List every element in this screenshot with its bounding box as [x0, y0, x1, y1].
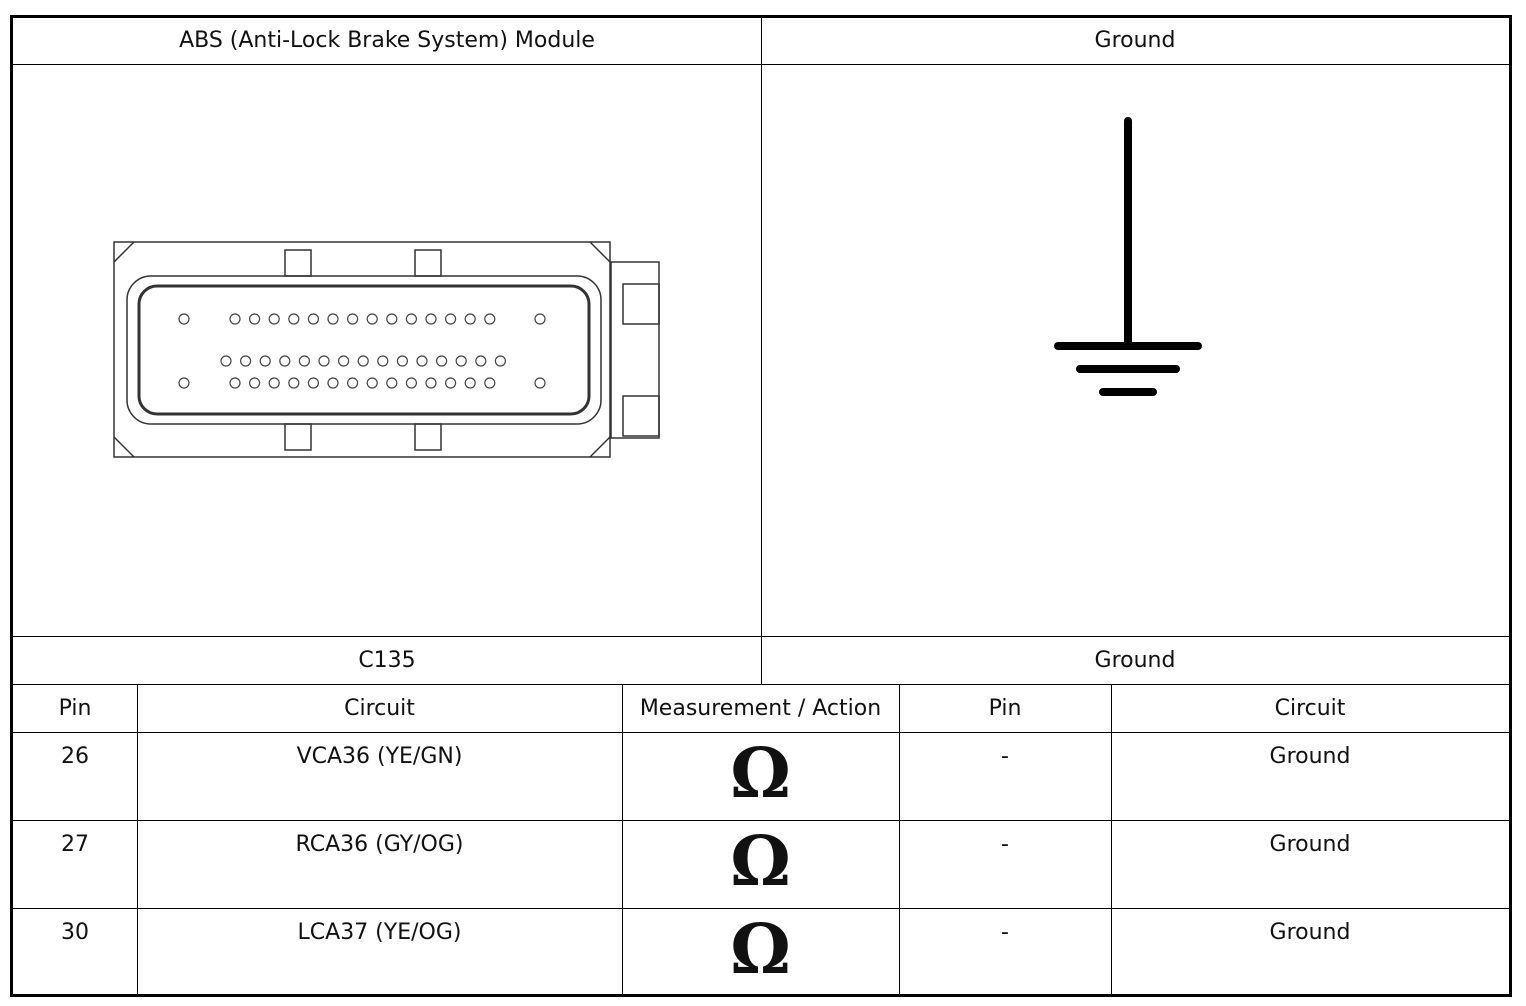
pin-cavity: [475, 355, 487, 367]
pin-cavity: [405, 313, 417, 325]
row-circuit: RCA36 (GY/OG): [295, 832, 464, 857]
pin-cavity: [405, 377, 417, 389]
header-circuit-2: Circuit: [1274, 696, 1346, 721]
divider: [1111, 684, 1112, 997]
pin-cavity: [366, 313, 378, 325]
header-pin: Pin: [58, 696, 92, 721]
pin-cavity: [534, 313, 546, 325]
ground-title: Ground: [1094, 28, 1176, 53]
ground-id: Ground: [1094, 648, 1176, 673]
ohm-icon: Ω: [730, 910, 791, 990]
pin-cavity: [445, 377, 457, 389]
pin-cavity: [327, 377, 339, 389]
pin-cavity: [229, 377, 241, 389]
pin-cavity: [327, 313, 339, 325]
pin-cavity: [178, 313, 190, 325]
connector-face-icon: [113, 241, 660, 458]
pin-cavity: [386, 313, 398, 325]
pin-cavity: [338, 355, 350, 367]
pin-cavity: [268, 377, 280, 389]
pin-cavity: [307, 377, 319, 389]
pin-cavity: [534, 377, 546, 389]
pin-cavity: [318, 355, 330, 367]
header-circuit: Circuit: [344, 696, 415, 721]
divider: [137, 684, 138, 997]
divider: [13, 732, 1509, 733]
pin-cavity: [464, 313, 476, 325]
row-circuit: LCA37 (YE/OG): [297, 920, 462, 945]
ohm-icon: Ω: [730, 734, 791, 814]
pin-cavity: [416, 355, 428, 367]
pin-cavity: [445, 313, 457, 325]
divider: [622, 684, 623, 997]
pin-cavity: [366, 377, 378, 389]
pin-cavity: [249, 313, 261, 325]
divider: [13, 820, 1509, 821]
pin-cavity: [436, 355, 448, 367]
module-title: ABS (Anti-Lock Brake System) Module: [179, 28, 595, 53]
pin-cavity: [396, 355, 408, 367]
header-measurement: Measurement / Action: [639, 696, 882, 721]
pin-cavity: [268, 313, 280, 325]
pin-cavity: [178, 377, 190, 389]
pin-cavity: [279, 355, 291, 367]
divider: [899, 684, 900, 997]
divider: [13, 908, 1509, 909]
pin-cavity: [357, 355, 369, 367]
pin-cavity: [347, 377, 359, 389]
row-circuit: VCA36 (YE/GN): [296, 744, 463, 769]
header-pin-2: Pin: [988, 696, 1022, 721]
row-pin: 26: [61, 744, 89, 769]
row-pin-2: -: [1001, 920, 1009, 945]
row-circuit-2: Ground: [1269, 744, 1351, 769]
row-pin: 30: [61, 920, 89, 945]
pin-cavity: [377, 355, 389, 367]
pin-cavity: [240, 355, 252, 367]
divider: [761, 18, 762, 684]
pin-cavity: [259, 355, 271, 367]
ground-icon: [1054, 117, 1202, 396]
row-pin: 27: [61, 832, 89, 857]
row-circuit-2: Ground: [1269, 920, 1351, 945]
pin-cavity: [464, 377, 476, 389]
pin-cavity: [484, 377, 496, 389]
pin-cavity: [288, 313, 300, 325]
pin-cavity: [386, 377, 398, 389]
divider: [13, 684, 1509, 685]
pin-cavity: [455, 355, 467, 367]
ohm-icon: Ω: [730, 822, 791, 902]
pin-cavity: [307, 313, 319, 325]
row-pin-2: -: [1001, 744, 1009, 769]
pin-cavity: [347, 313, 359, 325]
connector-id: C135: [358, 648, 416, 673]
pin-cavity: [494, 355, 506, 367]
row-pin-2: -: [1001, 832, 1009, 857]
pin-cavity: [425, 313, 437, 325]
pin-cavity: [220, 355, 232, 367]
pin-cavity: [288, 377, 300, 389]
pin-cavity: [229, 313, 241, 325]
pin-cavity: [484, 313, 496, 325]
row-circuit-2: Ground: [1269, 832, 1351, 857]
pin-cavity: [249, 377, 261, 389]
pin-cavity: [425, 377, 437, 389]
wiring-table-frame: ABS (Anti-Lock Brake System) Module Grou…: [10, 15, 1512, 997]
pin-cavity: [298, 355, 310, 367]
